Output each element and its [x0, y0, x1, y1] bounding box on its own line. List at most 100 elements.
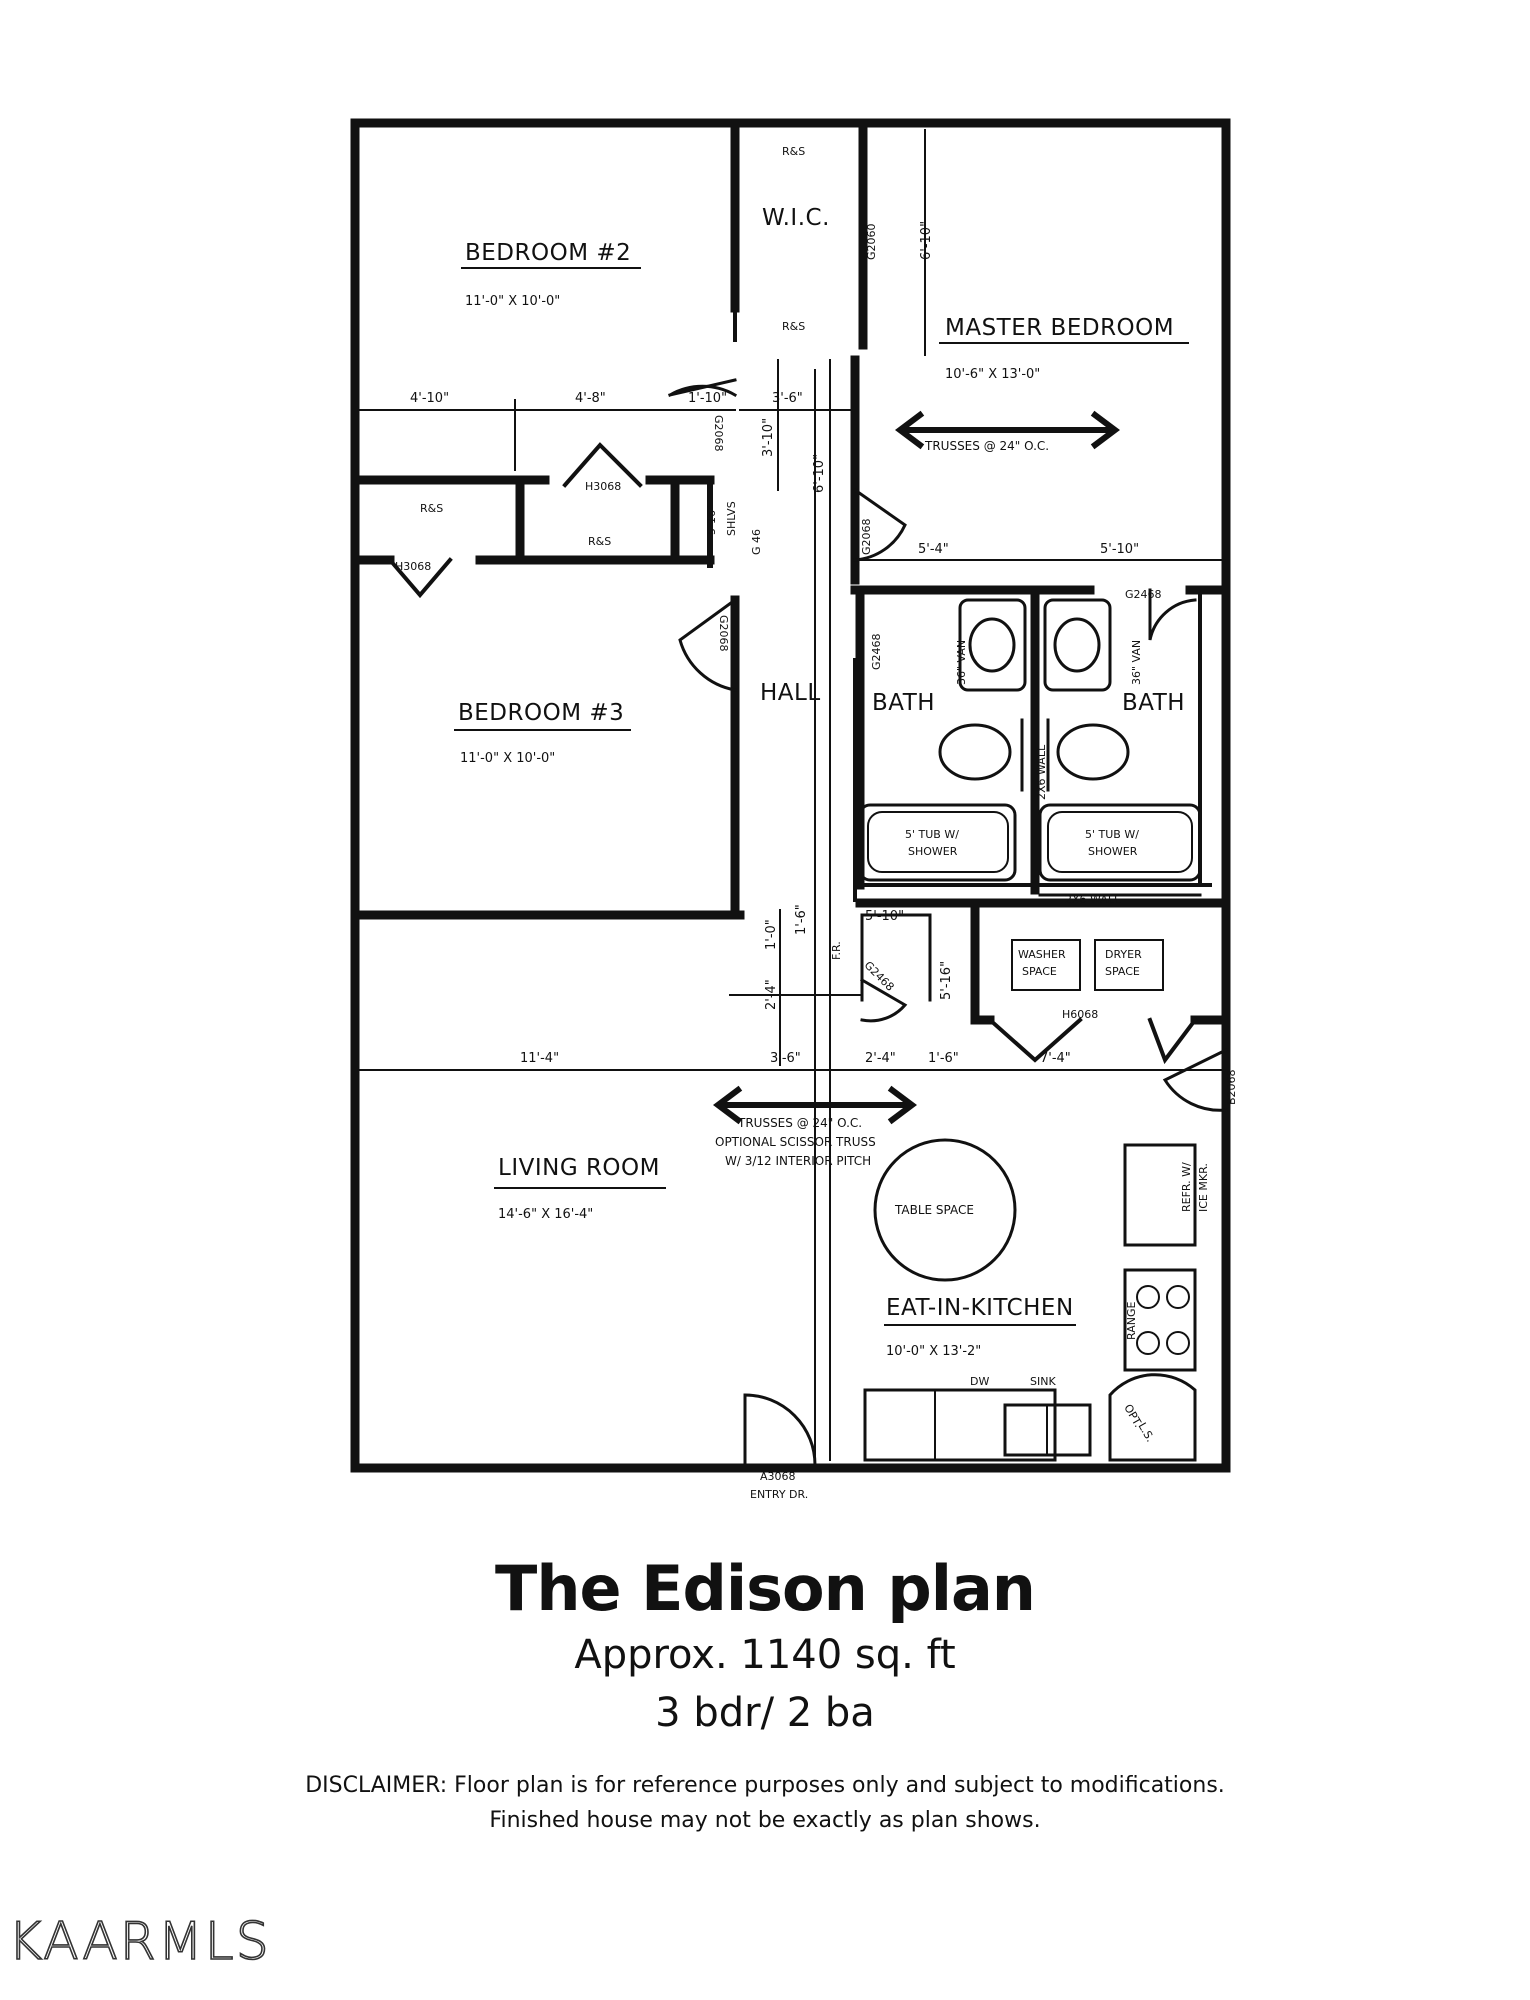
- label-entry1: A3068: [760, 1470, 796, 1483]
- door-laundry: [987, 1017, 1198, 1065]
- label-entry2: ENTRY DR.: [750, 1488, 808, 1500]
- dim-label-5: 3'-10": [761, 418, 776, 457]
- washer-box: [1011, 939, 1081, 991]
- dim-label-12: 2'-4": [764, 979, 779, 1010]
- burner-2: [1166, 1285, 1190, 1309]
- lazy-susan: [1108, 1373, 1197, 1462]
- disclaimer-line-1: DISCLAIMER: Floor plan is for reference …: [305, 1773, 1225, 1798]
- label-dryer2: SPACE: [1105, 965, 1140, 978]
- label-trusses2: TRUSSES @ 24" O.C.: [737, 1116, 862, 1130]
- room-bedroom3-size: 11'-0" X 10'-0": [460, 751, 555, 766]
- dim-label-11: 1'-0": [764, 919, 779, 950]
- room-wic-name: W.I.C.: [762, 205, 830, 231]
- label-dw: DW: [970, 1375, 989, 1388]
- label-b2068: B2068: [1225, 1069, 1238, 1105]
- truss-arrow-2-right: [887, 1085, 917, 1125]
- label-opt2: L.S.: [1135, 1420, 1156, 1444]
- dim-label-4: 3'-6": [772, 391, 803, 406]
- label-g46: G 46: [750, 529, 763, 555]
- range-box: [1123, 1268, 1197, 1372]
- door-bath2: [1148, 588, 1197, 641]
- dim-label-17: 2'-4": [865, 1051, 896, 1066]
- label-g2468a: G2468: [870, 633, 883, 670]
- label-dryer1: DRYER: [1105, 948, 1142, 961]
- dim-label-7: 6'-10": [812, 454, 827, 493]
- label-table: TABLE SPACE: [894, 1203, 974, 1217]
- room-living-size: 14'-6" X 16'-4": [498, 1207, 593, 1222]
- dim-label-18: 1'-6": [928, 1051, 959, 1066]
- door-h3068b: [387, 557, 453, 599]
- label-h3068b: H3068: [395, 560, 431, 573]
- plan-area: Approx. 1140 sq. ft: [574, 1632, 956, 1678]
- label-g2068a: G2068: [712, 415, 725, 452]
- truss-arrow-2-left: [713, 1085, 743, 1125]
- bath2-vanity-sink: [1043, 598, 1112, 692]
- door-bed2: [667, 378, 738, 398]
- label-tub2b: SHOWER: [1088, 845, 1138, 858]
- label-van1: 36" VAN: [955, 640, 968, 685]
- bath1-sink: [968, 617, 1016, 673]
- label-washer1: WASHER: [1018, 948, 1066, 961]
- label-tub1a: 5' TUB W/: [905, 828, 959, 841]
- dim-label-2: 4'-8": [575, 391, 606, 406]
- label-rs3: R&S: [420, 502, 443, 515]
- bath2-toilet: [1056, 723, 1130, 781]
- label-washer2: SPACE: [1022, 965, 1057, 978]
- room-living-name: LIVING ROOM: [498, 1155, 660, 1181]
- room-bedroom2-size: 11'-0" X 10'-0": [465, 294, 560, 309]
- door-closet: [859, 977, 908, 1023]
- outer-wall: [350, 118, 1231, 1473]
- cabinet-base: [863, 1388, 1057, 1462]
- dim-label-8: 5'-4": [918, 542, 949, 557]
- bath1-tub: [858, 803, 1017, 882]
- label-shlvs2: SHLVS: [725, 501, 738, 536]
- door-entry: [743, 1393, 817, 1467]
- dim-label-10: 1'-6": [794, 904, 809, 935]
- room-bath1-name: BATH: [872, 690, 935, 716]
- label-rs4: R&S: [588, 535, 611, 548]
- disclaimer-line-2: Finished house may not be exactly as pla…: [489, 1808, 1041, 1833]
- label-sink: SINK: [1030, 1375, 1056, 1388]
- bath1-tub-inner: [867, 811, 1009, 873]
- room-master-size: 10'-6" X 13'-0": [945, 367, 1040, 382]
- label-wall2x6a: 2X6 WALL: [1035, 744, 1048, 800]
- label-tub1b: SHOWER: [908, 845, 958, 858]
- label-tub2a: 5' TUB W/: [1085, 828, 1139, 841]
- door-h3068a: [562, 442, 643, 488]
- label-g2068b: G2068: [717, 615, 730, 652]
- label-van2: 36" VAN: [1130, 640, 1143, 685]
- dim-label-6: 6'-10": [919, 221, 934, 260]
- bath1-vanity-sink: [958, 598, 1027, 692]
- floor-plan-drawing: BEDROOM #2 11'-0" X 10'-0" W.I.C. MASTER…: [350, 118, 1238, 1500]
- label-refr1: REFR. W/: [1180, 1162, 1193, 1212]
- dim-label-1: 4'-10": [410, 391, 449, 406]
- dim-label-9: 5'-10": [1100, 542, 1139, 557]
- bath2-tub: [1038, 803, 1202, 882]
- burner-4: [1166, 1331, 1190, 1355]
- label-scissor1: OPTIONAL SCISSOR TRUSS: [715, 1135, 876, 1149]
- bath2-tub-inner: [1047, 811, 1193, 873]
- door-bed3: [678, 597, 738, 692]
- room-bedroom3-name: BEDROOM #3: [458, 700, 624, 726]
- label-rs1: R&S: [782, 145, 805, 158]
- bath2-sink: [1053, 617, 1101, 673]
- table-space-circle: [873, 1138, 1017, 1282]
- label-g2068c: G2068: [860, 518, 873, 555]
- room-bedroom2-name: BEDROOM #2: [465, 240, 631, 266]
- door-back: [1162, 1047, 1229, 1112]
- truss-arrow-1-right: [1090, 410, 1120, 450]
- dim-label-16: 3'-6": [770, 1051, 801, 1066]
- dim-label-13: 5'-10": [865, 909, 904, 924]
- room-master-name: MASTER BEDROOM: [945, 315, 1174, 341]
- burner-3: [1136, 1331, 1160, 1355]
- room-bath2-name: BATH: [1122, 690, 1185, 716]
- dim-label-14: 5'-16": [939, 961, 954, 1000]
- room-kitchen-name: EAT-IN-KITCHEN: [886, 1295, 1074, 1321]
- bath1-toilet: [938, 723, 1012, 781]
- label-g2060: G2060: [865, 223, 878, 260]
- room-hall-name: HALL: [760, 680, 821, 706]
- kaarmls-logo: KAARMLS: [7, 1911, 271, 1973]
- door-master: [852, 487, 907, 562]
- room-kitchen-size: 10'-0" X 13'-2": [886, 1344, 981, 1359]
- refr-box: [1123, 1143, 1197, 1247]
